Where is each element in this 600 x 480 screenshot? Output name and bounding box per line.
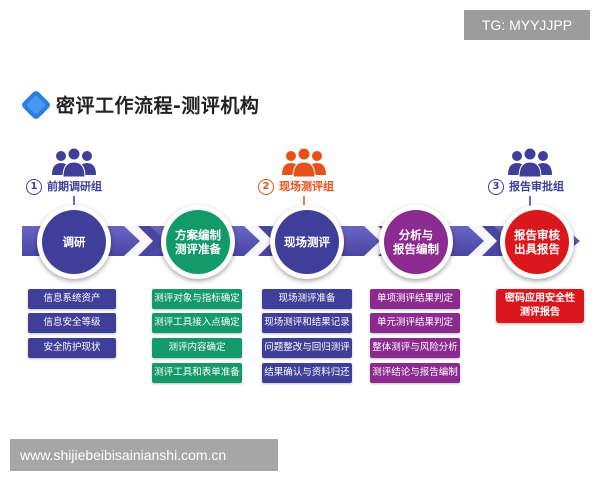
group-number: 1 <box>26 179 42 195</box>
stage-circle-inner: 报告审核出具报告 <box>505 210 569 274</box>
final-report-line1: 密码应用安全性 <box>505 293 575 304</box>
people-icon <box>52 147 96 177</box>
stage-title-line2: 报告编制 <box>393 242 439 256</box>
people-icon <box>282 147 326 177</box>
stage-circle-inner: 分析与报告编制 <box>384 210 448 274</box>
page-title: 密评工作流程-测评机构 <box>56 95 260 117</box>
group-label-text: 报告审批组 <box>509 180 564 193</box>
task-box: 信息安全等级 <box>28 313 116 333</box>
stage-title-line1: 方案编制 <box>175 228 221 242</box>
group-number: 2 <box>258 179 274 195</box>
people-icon <box>508 147 552 177</box>
task-box: 信息系统资产 <box>28 289 116 309</box>
group-label-review: 3 报告审批组 <box>488 176 564 198</box>
final-report-line2: 测评报告 <box>520 307 560 318</box>
task-box: 测评工具和表单准备 <box>152 363 242 383</box>
task-box: 现场测评和结果记录 <box>262 313 352 333</box>
stage-circle-onsite: 现场测评 <box>270 205 344 279</box>
stage-title-line1: 分析与 <box>398 228 434 242</box>
group-label-survey: 1 前期调研组 <box>26 176 102 198</box>
task-box: 测评内容确定 <box>152 338 242 358</box>
task-box: 现场测评准备 <box>262 289 352 309</box>
task-box: 整体测评与风险分析 <box>370 338 460 358</box>
watermark-bottom: www.shijiebeibisainianshi.com.cn <box>10 439 278 471</box>
task-box: 测评工具接入点确定 <box>152 313 242 333</box>
stage-circle-analysis: 分析与报告编制 <box>379 205 453 279</box>
task-box: 安全防护现状 <box>28 338 116 358</box>
task-box: 单元测评结果判定 <box>370 313 460 333</box>
stage-circle-report: 报告审核出具报告 <box>500 205 574 279</box>
task-box: 问题整改与回归测评 <box>262 338 352 358</box>
watermark-top: TG: MYYJJPP <box>464 10 590 40</box>
task-box: 结果确认与资料归还 <box>262 363 352 383</box>
group-label-text: 前期调研组 <box>47 180 102 193</box>
diamond-icon <box>22 91 50 119</box>
stage-circle-inner: 方案编制测评准备 <box>166 210 230 274</box>
stage-title-line1: 调研 <box>62 235 86 249</box>
stage-title-line2: 出具报告 <box>514 242 560 256</box>
stage-title-line2: 测评准备 <box>175 242 221 256</box>
task-box: 测评结论与报告编制 <box>370 363 460 383</box>
group-number: 3 <box>488 179 504 195</box>
task-box: 测评对象与指标确定 <box>152 289 242 309</box>
stage-circle-inner: 现场测评 <box>275 210 339 274</box>
group-label-text: 现场测评组 <box>279 180 334 193</box>
group-label-onsite: 2 现场测评组 <box>258 176 334 198</box>
stage-title-line1: 报告审核 <box>514 228 560 242</box>
stage-circle-survey: 调研 <box>37 205 111 279</box>
stage-circle-plan: 方案编制测评准备 <box>161 205 235 279</box>
stage-title-line1: 现场测评 <box>284 235 330 249</box>
final-report-box: 密码应用安全性 测评报告 <box>496 289 584 323</box>
task-box: 单项测评结果判定 <box>370 289 460 309</box>
stage-circle-inner: 调研 <box>42 210 106 274</box>
